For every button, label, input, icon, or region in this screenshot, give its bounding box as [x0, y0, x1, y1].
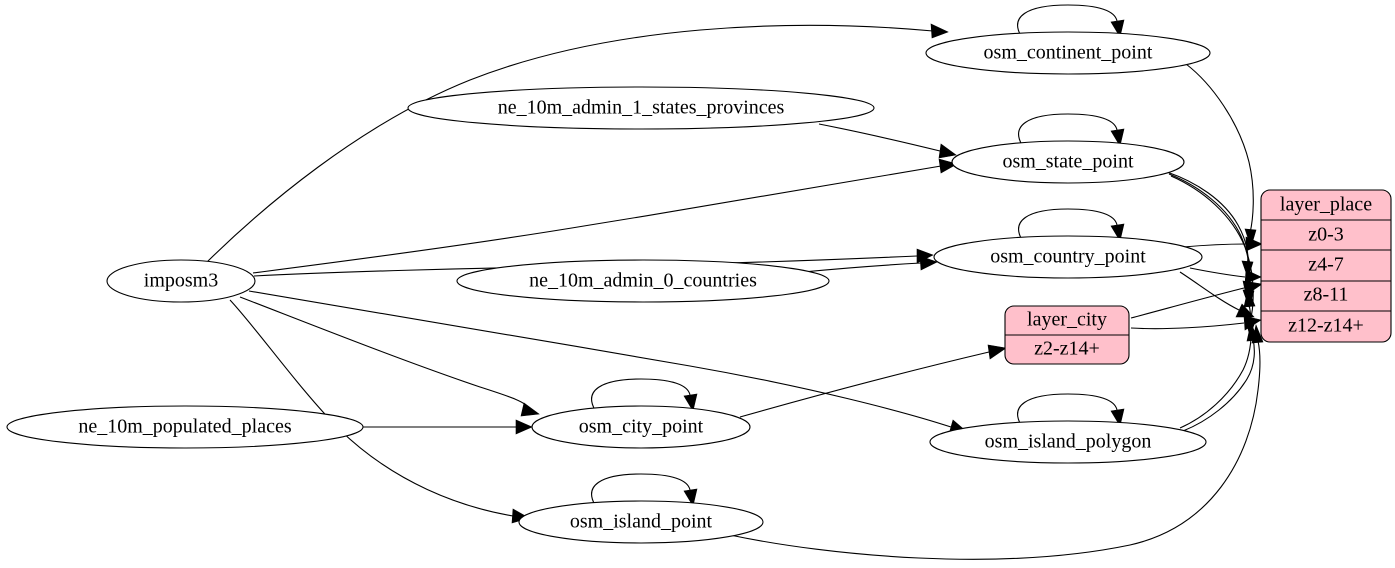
record-layer-place-title: layer_place	[1280, 194, 1372, 216]
node-ne-countries-label: ne_10m_admin_0_countries	[529, 270, 757, 292]
edge-self-loop-osm-island-point	[591, 473, 698, 507]
node-osm-island-polygon-label: osm_island_polygon	[985, 431, 1152, 453]
record-layer-place-row-z0-3[interactable]: z0-3	[1308, 224, 1344, 246]
edge-osm-country-point-to-layer-place-z12-z14	[1179, 271, 1255, 318]
record-layer-place[interactable]: layer_place z0-3 z4-7 z8-11 z12-z14+	[1260, 189, 1392, 343]
edge-layer-city-to-layer-place-z12-z14	[1130, 315, 1262, 331]
node-imposm3[interactable]: imposm3	[106, 259, 256, 303]
edge-osm-country-point-to-layer-place-z8-11	[1189, 267, 1262, 285]
edge-imposm3-to-osm-state-point	[252, 158, 958, 274]
edge-self-loop-osm-country-point	[1018, 208, 1125, 242]
edge-osm-island-polygon-to-layer-place-z12-z14	[1182, 322, 1259, 432]
record-layer-place-row-z12-z14[interactable]: z12-z14+	[1288, 315, 1364, 337]
node-osm-continent-point-label: osm_continent_point	[984, 42, 1153, 64]
node-osm-state-point-label: osm_state_point	[1002, 151, 1134, 173]
record-layer-city-title: layer_city	[1027, 309, 1107, 331]
node-ne-10m-populated-places[interactable]: ne_10m_populated_places	[6, 405, 364, 449]
node-osm-island-polygon[interactable]: osm_island_polygon	[929, 420, 1207, 464]
edge-self-loop-osm-city-point	[591, 378, 698, 412]
edge-self-loop-osm-continent-point	[1017, 4, 1125, 38]
record-layer: layer_city z2-z14+ layer_place z0-3 z4-7…	[1004, 189, 1392, 365]
edge-layer-city-to-layer-place-z8-11	[1130, 280, 1263, 319]
edge-osm-state-point-to-layer-place-z8-11	[1168, 173, 1255, 308]
node-osm-continent-point[interactable]: osm_continent_point	[925, 31, 1211, 75]
record-layer-place-row-z4-7[interactable]: z4-7	[1308, 254, 1344, 276]
node-osm-city-point-label: osm_city_point	[579, 416, 704, 438]
record-layer-city-row-z2-z14[interactable]: z2-z14+	[1034, 338, 1100, 360]
node-ne-populated-label: ne_10m_populated_places	[78, 416, 291, 438]
edge-ne-countries-to-osm-country-point	[802, 255, 938, 273]
node-osm-state-point[interactable]: osm_state_point	[951, 140, 1185, 184]
edge-layer	[206, 4, 1264, 560]
node-osm-island-point-label: osm_island_point	[570, 511, 713, 533]
edge-self-loop-osm-island-polygon	[1017, 393, 1125, 427]
node-osm-island-point[interactable]: osm_island_point	[518, 500, 764, 544]
edge-ne-states-to-osm-state-point	[818, 123, 957, 159]
node-ne-10m-admin-1-states-provinces[interactable]: ne_10m_admin_1_states_provinces	[407, 86, 875, 130]
node-ne-10m-admin-0-countries[interactable]: ne_10m_admin_0_countries	[456, 259, 830, 303]
node-osm-country-point[interactable]: osm_country_point	[933, 235, 1203, 279]
node-ne-states-label: ne_10m_admin_1_states_provinces	[498, 97, 785, 119]
edge-imposm3-to-osm-city-point	[239, 296, 540, 417]
record-layer-city[interactable]: layer_city z2-z14+	[1004, 305, 1130, 365]
edge-osm-continent-point-to-layer-place-z0-3	[1185, 63, 1257, 249]
record-layer-place-row-z8-11[interactable]: z8-11	[1304, 284, 1349, 306]
edge-osm-country-point-to-layer-place-z4-7	[1182, 236, 1263, 252]
edge-osm-city-point-to-layer-city	[739, 344, 1007, 418]
node-layer: imposm3 ne_10m_admin_1_states_provinces …	[6, 31, 1211, 544]
node-osm-country-point-label: osm_country_point	[990, 246, 1146, 268]
edge-osm-island-point-to-layer-place-z12-z14	[729, 324, 1264, 560]
node-imposm3-label: imposm3	[144, 270, 218, 292]
node-osm-city-point[interactable]: osm_city_point	[531, 405, 751, 449]
edge-ne-populated-to-osm-city-point	[363, 419, 533, 435]
edge-imposm3-to-osm-continent-point	[206, 23, 949, 263]
edge-self-loop-osm-state-point	[1018, 113, 1125, 147]
